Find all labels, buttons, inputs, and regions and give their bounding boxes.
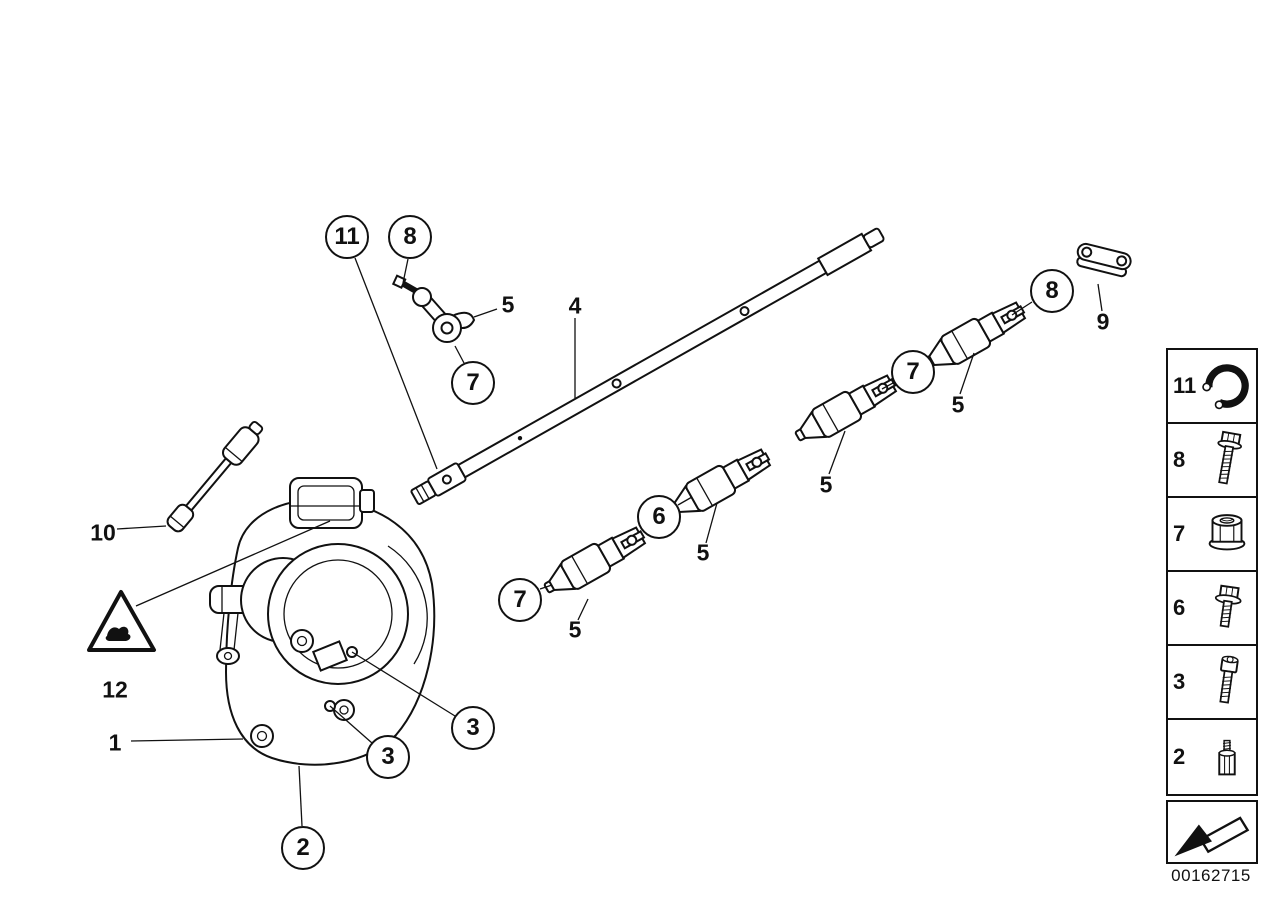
callout-2[interactable]: 2 [281,826,325,870]
part-label-12: 12 [102,676,128,703]
legend-number: 8 [1173,447,1186,472]
legend-row-11[interactable]: 11 [1168,350,1256,424]
legend: 11 8 [1166,348,1258,796]
rocker-lever [391,274,476,343]
legend-number: 11 [1173,373,1197,398]
view-direction-arrow-box [1166,800,1258,864]
document-number: 00162715 [1171,866,1251,885]
part-label-5: 5 [819,471,833,498]
legend-row-7[interactable]: 7 [1168,498,1256,572]
callout-8[interactable]: 8 [388,215,432,259]
part-label-9: 9 [1096,308,1110,335]
callout-7[interactable]: 7 [891,350,935,394]
warning-triangle [87,590,156,652]
callout-3[interactable]: 3 [451,706,495,750]
callout-7[interactable]: 7 [451,361,495,405]
legend-number: 6 [1173,595,1186,620]
legend-number: 2 [1173,744,1186,769]
legend-row-3[interactable]: 3 [1168,646,1256,720]
legend-number: 3 [1173,669,1186,694]
callout-3[interactable]: 3 [366,735,410,779]
intermediate-lever-3 [788,367,903,452]
legend-row-6[interactable]: 6 [1168,572,1256,646]
callout-11[interactable]: 11 [325,215,369,259]
part-label-5: 5 [696,539,710,566]
view-direction-arrow-icon [1174,816,1250,857]
eccentric-shaft [410,227,885,505]
legend-number: 7 [1173,521,1186,546]
intermediate-lever-4 [917,294,1032,379]
part-label-4: 4 [568,292,582,319]
hex-bolt-icon [1198,578,1256,638]
selector-rod [166,420,264,533]
legend-row-8[interactable]: 8 [1168,424,1256,498]
part-label-5: 5 [501,291,515,318]
socket-head-screw-icon [1198,650,1256,714]
actuator-housing [209,477,436,766]
flange-bolt-icon [1198,426,1256,494]
circlip-icon [1198,355,1256,417]
callout-6[interactable]: 6 [637,495,681,539]
part-label-1: 1 [108,729,122,756]
part-label-5: 5 [568,616,582,643]
hex-spacer-icon [1198,728,1256,786]
leader-lines [116,257,1103,827]
flange-nut-icon [1198,506,1256,562]
part-label-10: 10 [90,519,116,546]
legend-row-2[interactable]: 2 [1168,720,1256,794]
callout-8[interactable]: 8 [1030,269,1074,313]
connecting-link [1076,242,1132,278]
callout-7[interactable]: 7 [498,578,542,622]
part-label-5: 5 [951,391,965,418]
intermediate-lever-1 [537,519,652,604]
